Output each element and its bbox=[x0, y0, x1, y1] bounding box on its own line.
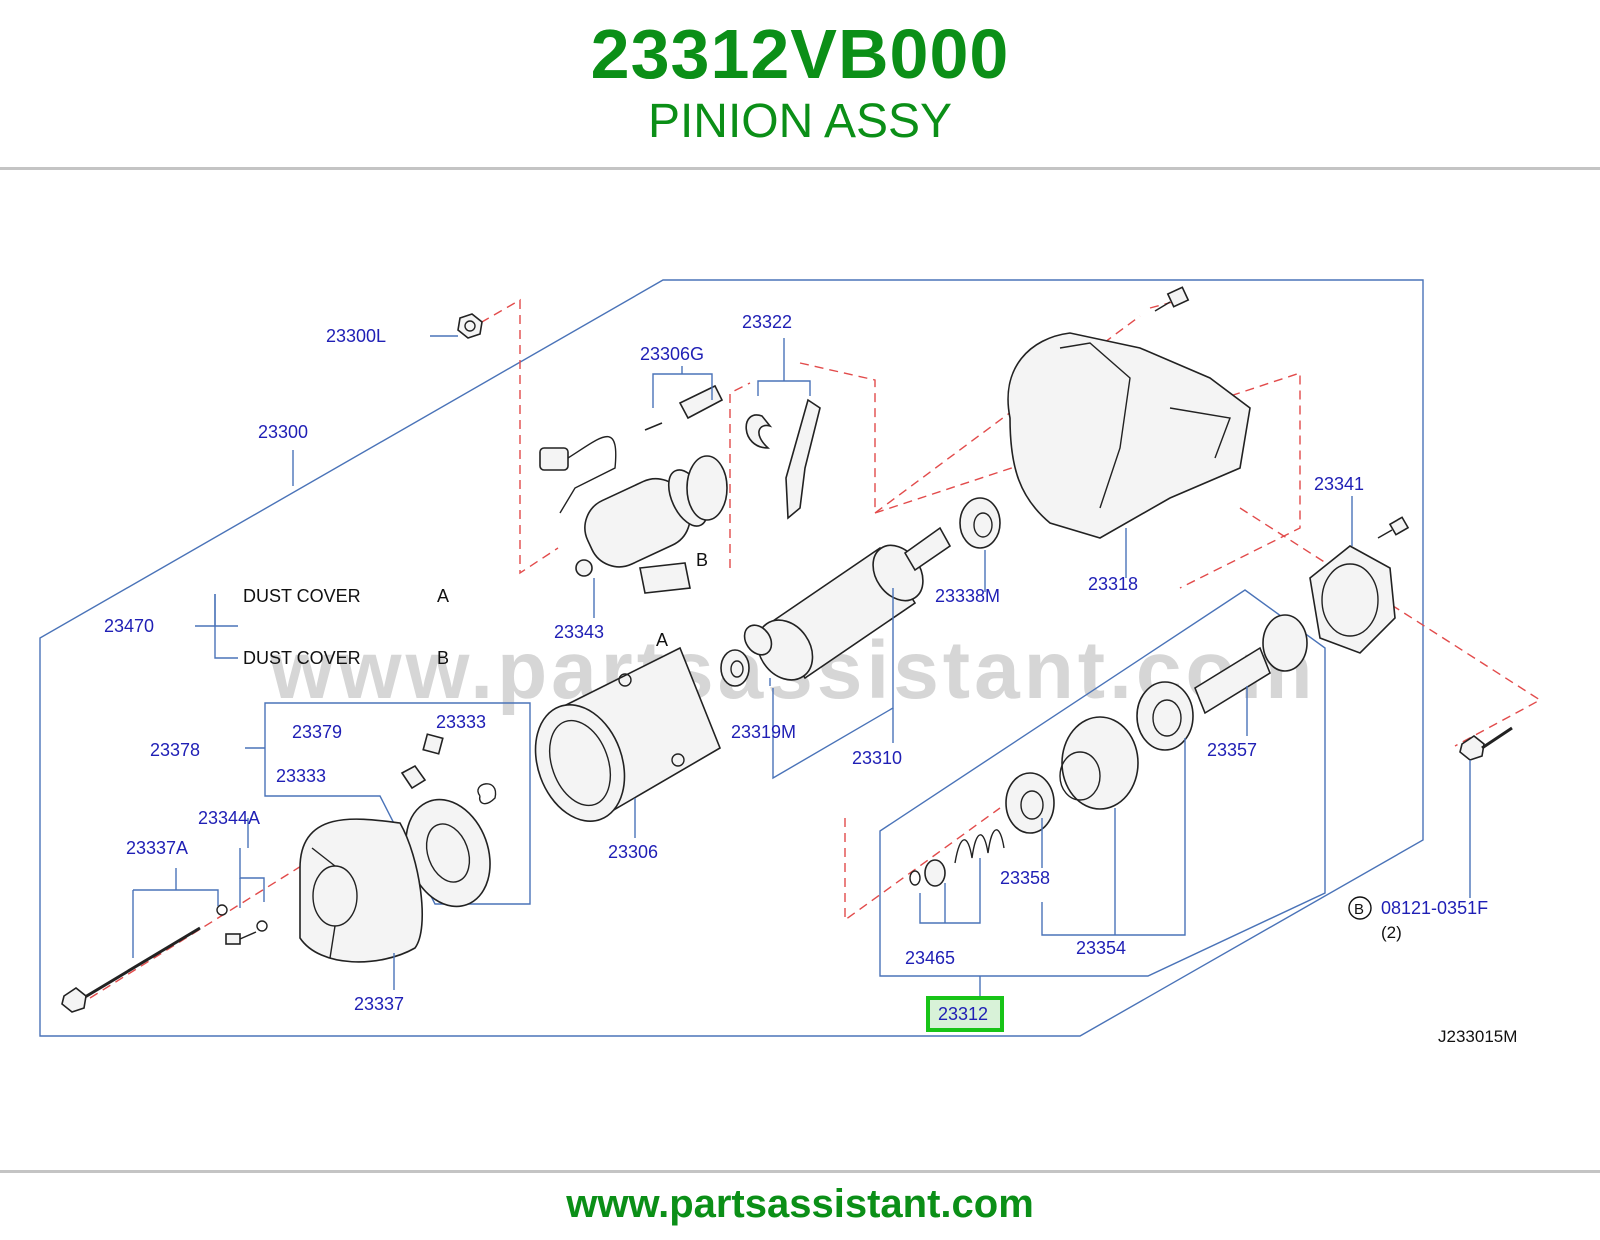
callout-23378[interactable]: 23378 bbox=[150, 740, 200, 760]
callout-23470[interactable]: 23470 bbox=[104, 616, 154, 636]
dash-housing bbox=[799, 315, 1141, 515]
pinion-shaft-icon bbox=[1194, 614, 1308, 715]
parts-diagram: www.partsassistant.com bbox=[39, 279, 1542, 1046]
dust-cover-a-letter: A bbox=[437, 586, 449, 606]
solenoid-icon bbox=[539, 435, 728, 594]
callout-23306G[interactable]: 23306G bbox=[640, 344, 704, 364]
callout-23319M[interactable]: 23319M bbox=[731, 722, 796, 742]
ref-letter-b: B bbox=[696, 550, 708, 570]
rear-cover-icon bbox=[299, 818, 424, 963]
screw-23341-icon bbox=[1377, 516, 1410, 539]
callout-23310[interactable]: 23310 bbox=[852, 748, 902, 768]
clutch-icon bbox=[1059, 716, 1139, 810]
pinion-assy-boundary bbox=[879, 589, 1326, 977]
bearing-pinion-icon bbox=[1136, 681, 1194, 751]
callout-23379[interactable]: 23379 bbox=[292, 722, 342, 742]
footer-website-link[interactable]: www.partsassistant.com bbox=[566, 1182, 1034, 1226]
callout-23344A[interactable]: 23344A bbox=[198, 808, 260, 828]
brush-holder-icon bbox=[400, 733, 497, 908]
dust-cover-b-letter: B bbox=[437, 648, 449, 668]
bolt-08121-icon bbox=[1459, 726, 1513, 761]
ref-letter-a: A bbox=[656, 630, 668, 650]
brush-group-box bbox=[264, 702, 531, 905]
bearing-23319m-icon bbox=[720, 649, 750, 687]
header: 23312VB000 PINION ASSY bbox=[0, 0, 1600, 168]
dash-bolt-top bbox=[1149, 299, 1181, 309]
callout-23333-lower[interactable]: 23333 bbox=[276, 766, 326, 786]
callout-23300L[interactable]: 23300L bbox=[326, 326, 386, 346]
callout-23358[interactable]: 23358 bbox=[1000, 868, 1050, 888]
nut-icon bbox=[457, 313, 483, 339]
callout-23322[interactable]: 23322 bbox=[742, 312, 792, 332]
callout-23300[interactable]: 23300 bbox=[258, 422, 308, 442]
dash-solenoid bbox=[467, 298, 559, 575]
assembly-boundary bbox=[39, 279, 1424, 1037]
part-name-subtitle: PINION ASSY bbox=[647, 95, 953, 148]
callout-23357[interactable]: 23357 bbox=[1207, 740, 1257, 760]
callout-23465[interactable]: 23465 bbox=[905, 948, 955, 968]
callout-23318[interactable]: 23318 bbox=[1088, 574, 1138, 594]
callout-23312-highlighted[interactable]: 23312 bbox=[938, 1004, 988, 1024]
spring-collar-icon bbox=[909, 829, 1005, 887]
bolt-ref-letter: B bbox=[1354, 901, 1364, 918]
yoke-icon bbox=[534, 646, 721, 822]
callout-23338M[interactable]: 23338M bbox=[935, 586, 1000, 606]
bolt-ref-circle bbox=[1348, 896, 1372, 920]
bolt-top-icon bbox=[1154, 286, 1190, 312]
terminal-icon bbox=[644, 384, 724, 431]
dash-lever-a bbox=[729, 382, 751, 568]
callout-08121-0351F[interactable]: 08121-0351F bbox=[1381, 898, 1488, 918]
dust-cover-b-label: DUST COVER bbox=[243, 648, 361, 668]
end-plate-23341-icon bbox=[1309, 545, 1396, 654]
bearing-23358-icon bbox=[1005, 772, 1055, 834]
callout-23341[interactable]: 23341 bbox=[1314, 474, 1364, 494]
highlight-box-23312 bbox=[926, 996, 1004, 1032]
bolt-qty: (2) bbox=[1381, 923, 1402, 942]
diagram-code: J233015M bbox=[1438, 1027, 1517, 1046]
footer-divider bbox=[0, 1170, 1600, 1173]
callout-23354[interactable]: 23354 bbox=[1076, 938, 1126, 958]
callout-23333-upper[interactable]: 23333 bbox=[436, 712, 486, 732]
shift-lever-icon bbox=[745, 398, 821, 520]
dash-through-bolt bbox=[89, 847, 331, 999]
through-bolt-icon bbox=[61, 904, 268, 1013]
header-divider bbox=[0, 167, 1600, 170]
dash-pinion bbox=[844, 807, 1001, 922]
callout-23337[interactable]: 23337 bbox=[354, 994, 404, 1014]
callout-23343[interactable]: 23343 bbox=[554, 622, 604, 642]
part-number-title: 23312VB000 bbox=[590, 15, 1010, 93]
bearing-23338m-icon bbox=[959, 497, 1001, 549]
callout-23337A[interactable]: 23337A bbox=[126, 838, 188, 858]
callout-23306[interactable]: 23306 bbox=[608, 842, 658, 862]
dash-bolt-right bbox=[1239, 507, 1542, 747]
armature-icon bbox=[743, 526, 952, 681]
drive-housing-icon bbox=[1007, 332, 1251, 539]
dust-cover-a-label: DUST COVER bbox=[243, 586, 361, 606]
